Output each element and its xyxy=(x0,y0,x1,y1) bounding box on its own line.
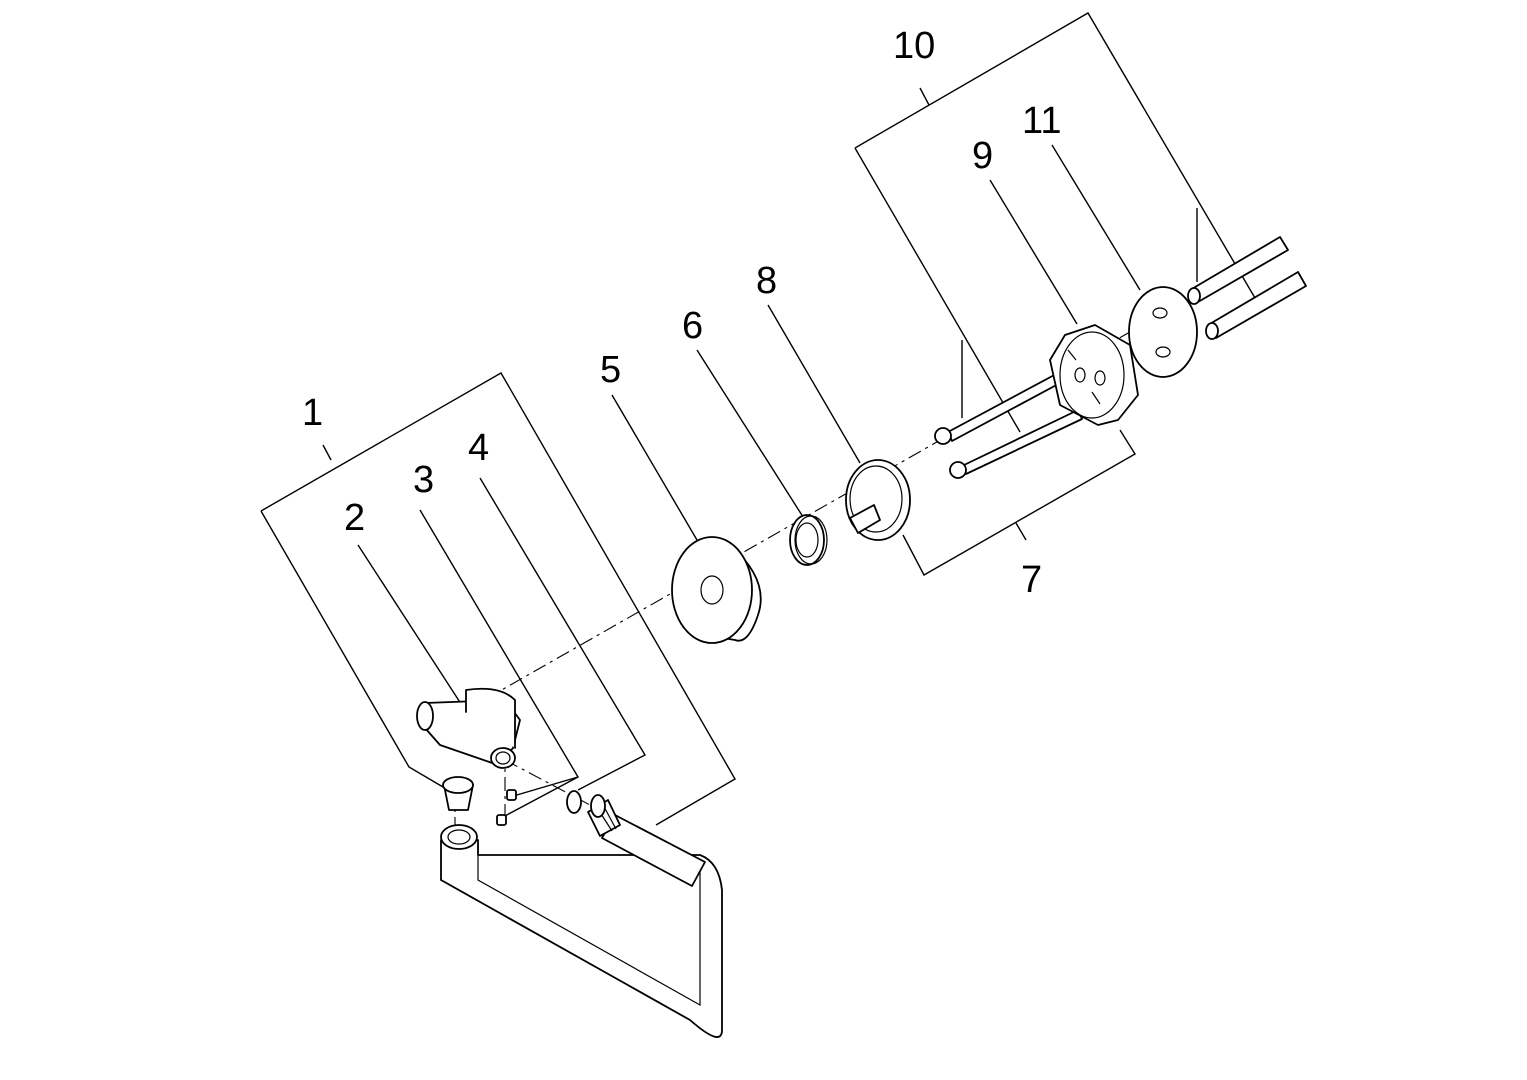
callout-4: 4 xyxy=(468,427,489,469)
callout-2: 2 xyxy=(344,497,365,539)
callout-9: 9 xyxy=(972,135,993,177)
wall-plate xyxy=(1128,286,1198,378)
rose-cover xyxy=(671,536,762,644)
mounting-base xyxy=(1049,324,1139,426)
wood-screws xyxy=(934,372,1083,479)
end-cap xyxy=(442,776,474,811)
lever-handle xyxy=(440,794,723,1038)
leader-lines-2-3-4 xyxy=(357,477,646,818)
bracket-group-10 xyxy=(854,12,1256,433)
callout-1: 1 xyxy=(302,392,323,434)
callout-3: 3 xyxy=(413,459,434,501)
callout-10: 10 xyxy=(893,25,935,67)
leader-lines-9-11 xyxy=(989,144,1141,325)
leader-lines-5-6-8 xyxy=(611,304,861,541)
circlip xyxy=(566,790,582,814)
bearing-ring xyxy=(789,514,828,566)
bracket-group-7 xyxy=(902,429,1136,576)
grub-screws xyxy=(496,789,517,826)
callout-6: 6 xyxy=(682,305,703,347)
callout-labels: 1 2 3 4 5 6 7 8 9 10 11 xyxy=(302,25,1061,601)
callout-8: 8 xyxy=(756,260,777,302)
callout-7: 7 xyxy=(1021,559,1042,601)
wall-plugs xyxy=(1187,236,1307,340)
spindle-plate xyxy=(845,459,911,541)
handle-body-tee xyxy=(416,687,521,769)
bracket-group-1 xyxy=(260,372,736,826)
callout-5: 5 xyxy=(600,349,621,391)
callout-11: 11 xyxy=(1022,100,1061,142)
